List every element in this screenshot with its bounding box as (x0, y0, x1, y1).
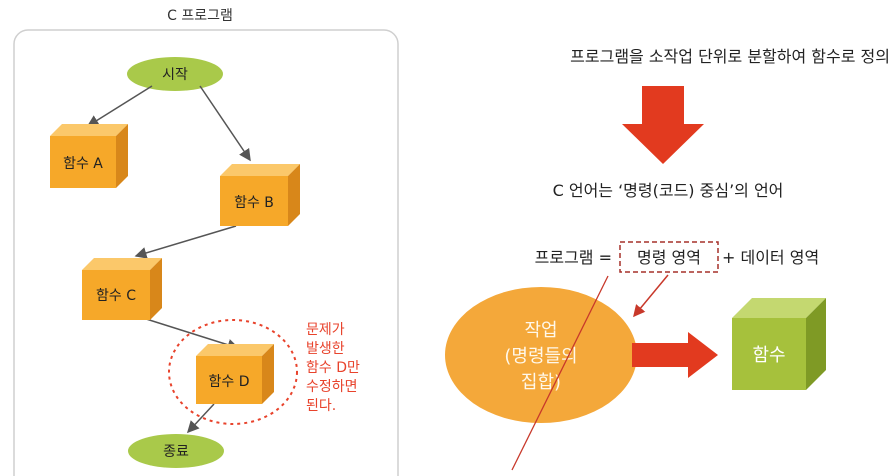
task-ellipse (445, 287, 637, 423)
problem-note: 문제가 발생한 함수 D만 수정하면 된다. (306, 322, 360, 414)
right-heading: 프로그램을 소작업 단위로 분할하여 함수로 정의 (570, 47, 890, 66)
ellipse-line-1: 작업 (524, 320, 557, 341)
arrow-start-to-b (199, 85, 251, 162)
flow-arrows (86, 85, 251, 434)
pointer-arrow (633, 274, 669, 318)
function-d-cube: 함수 D (196, 344, 274, 404)
start-label: 시작 (162, 67, 188, 83)
down-arrow-icon (622, 86, 704, 164)
note-line-4: 수정하면 (306, 379, 358, 395)
arrow-d-to-end (186, 403, 215, 434)
start-node: 시작 (127, 57, 223, 91)
note-line-5: 된다. (306, 398, 336, 414)
function-c-cube: 함수 C (82, 258, 162, 320)
note-line-2: 발생한 (306, 341, 345, 357)
diagonal-annotation-line (511, 275, 609, 471)
program-panel-frame (13, 29, 399, 476)
equation-highlight: 명령 영역 (637, 248, 701, 267)
end-label: 종료 (163, 444, 189, 460)
problem-highlight-circle (168, 319, 298, 425)
right-arrow-icon (632, 332, 718, 378)
ellipse-line-2: (명령들의 (504, 346, 577, 367)
function-d-label: 함수 D (209, 374, 250, 390)
function-b-cube: 함수 B (220, 164, 300, 226)
end-node: 종료 (128, 434, 224, 468)
right-subheading: C 언어는 ‘명령(코드) 중심’의 언어 (553, 181, 784, 200)
function-green-cube: 함수 (732, 298, 826, 390)
left-panel-title: C 프로그램 (167, 8, 233, 24)
function-c-label: 함수 C (96, 288, 136, 304)
function-b-label: 함수 B (234, 195, 274, 211)
function-a-cube: 함수 A (50, 124, 128, 188)
equation-suffix: + 데이터 영역 (722, 248, 819, 267)
ellipse-line-3: 집합) (521, 372, 561, 393)
note-line-1: 문제가 (306, 322, 345, 338)
equation-prefix: 프로그램 = (535, 248, 612, 267)
function-a-label: 함수 A (63, 156, 103, 172)
note-line-3: 함수 D만 (306, 360, 360, 376)
function-box-label: 함수 (752, 345, 785, 366)
arrow-start-to-a (86, 85, 153, 127)
command-area-highlight-box (619, 241, 719, 273)
arrow-b-to-c (134, 225, 237, 259)
